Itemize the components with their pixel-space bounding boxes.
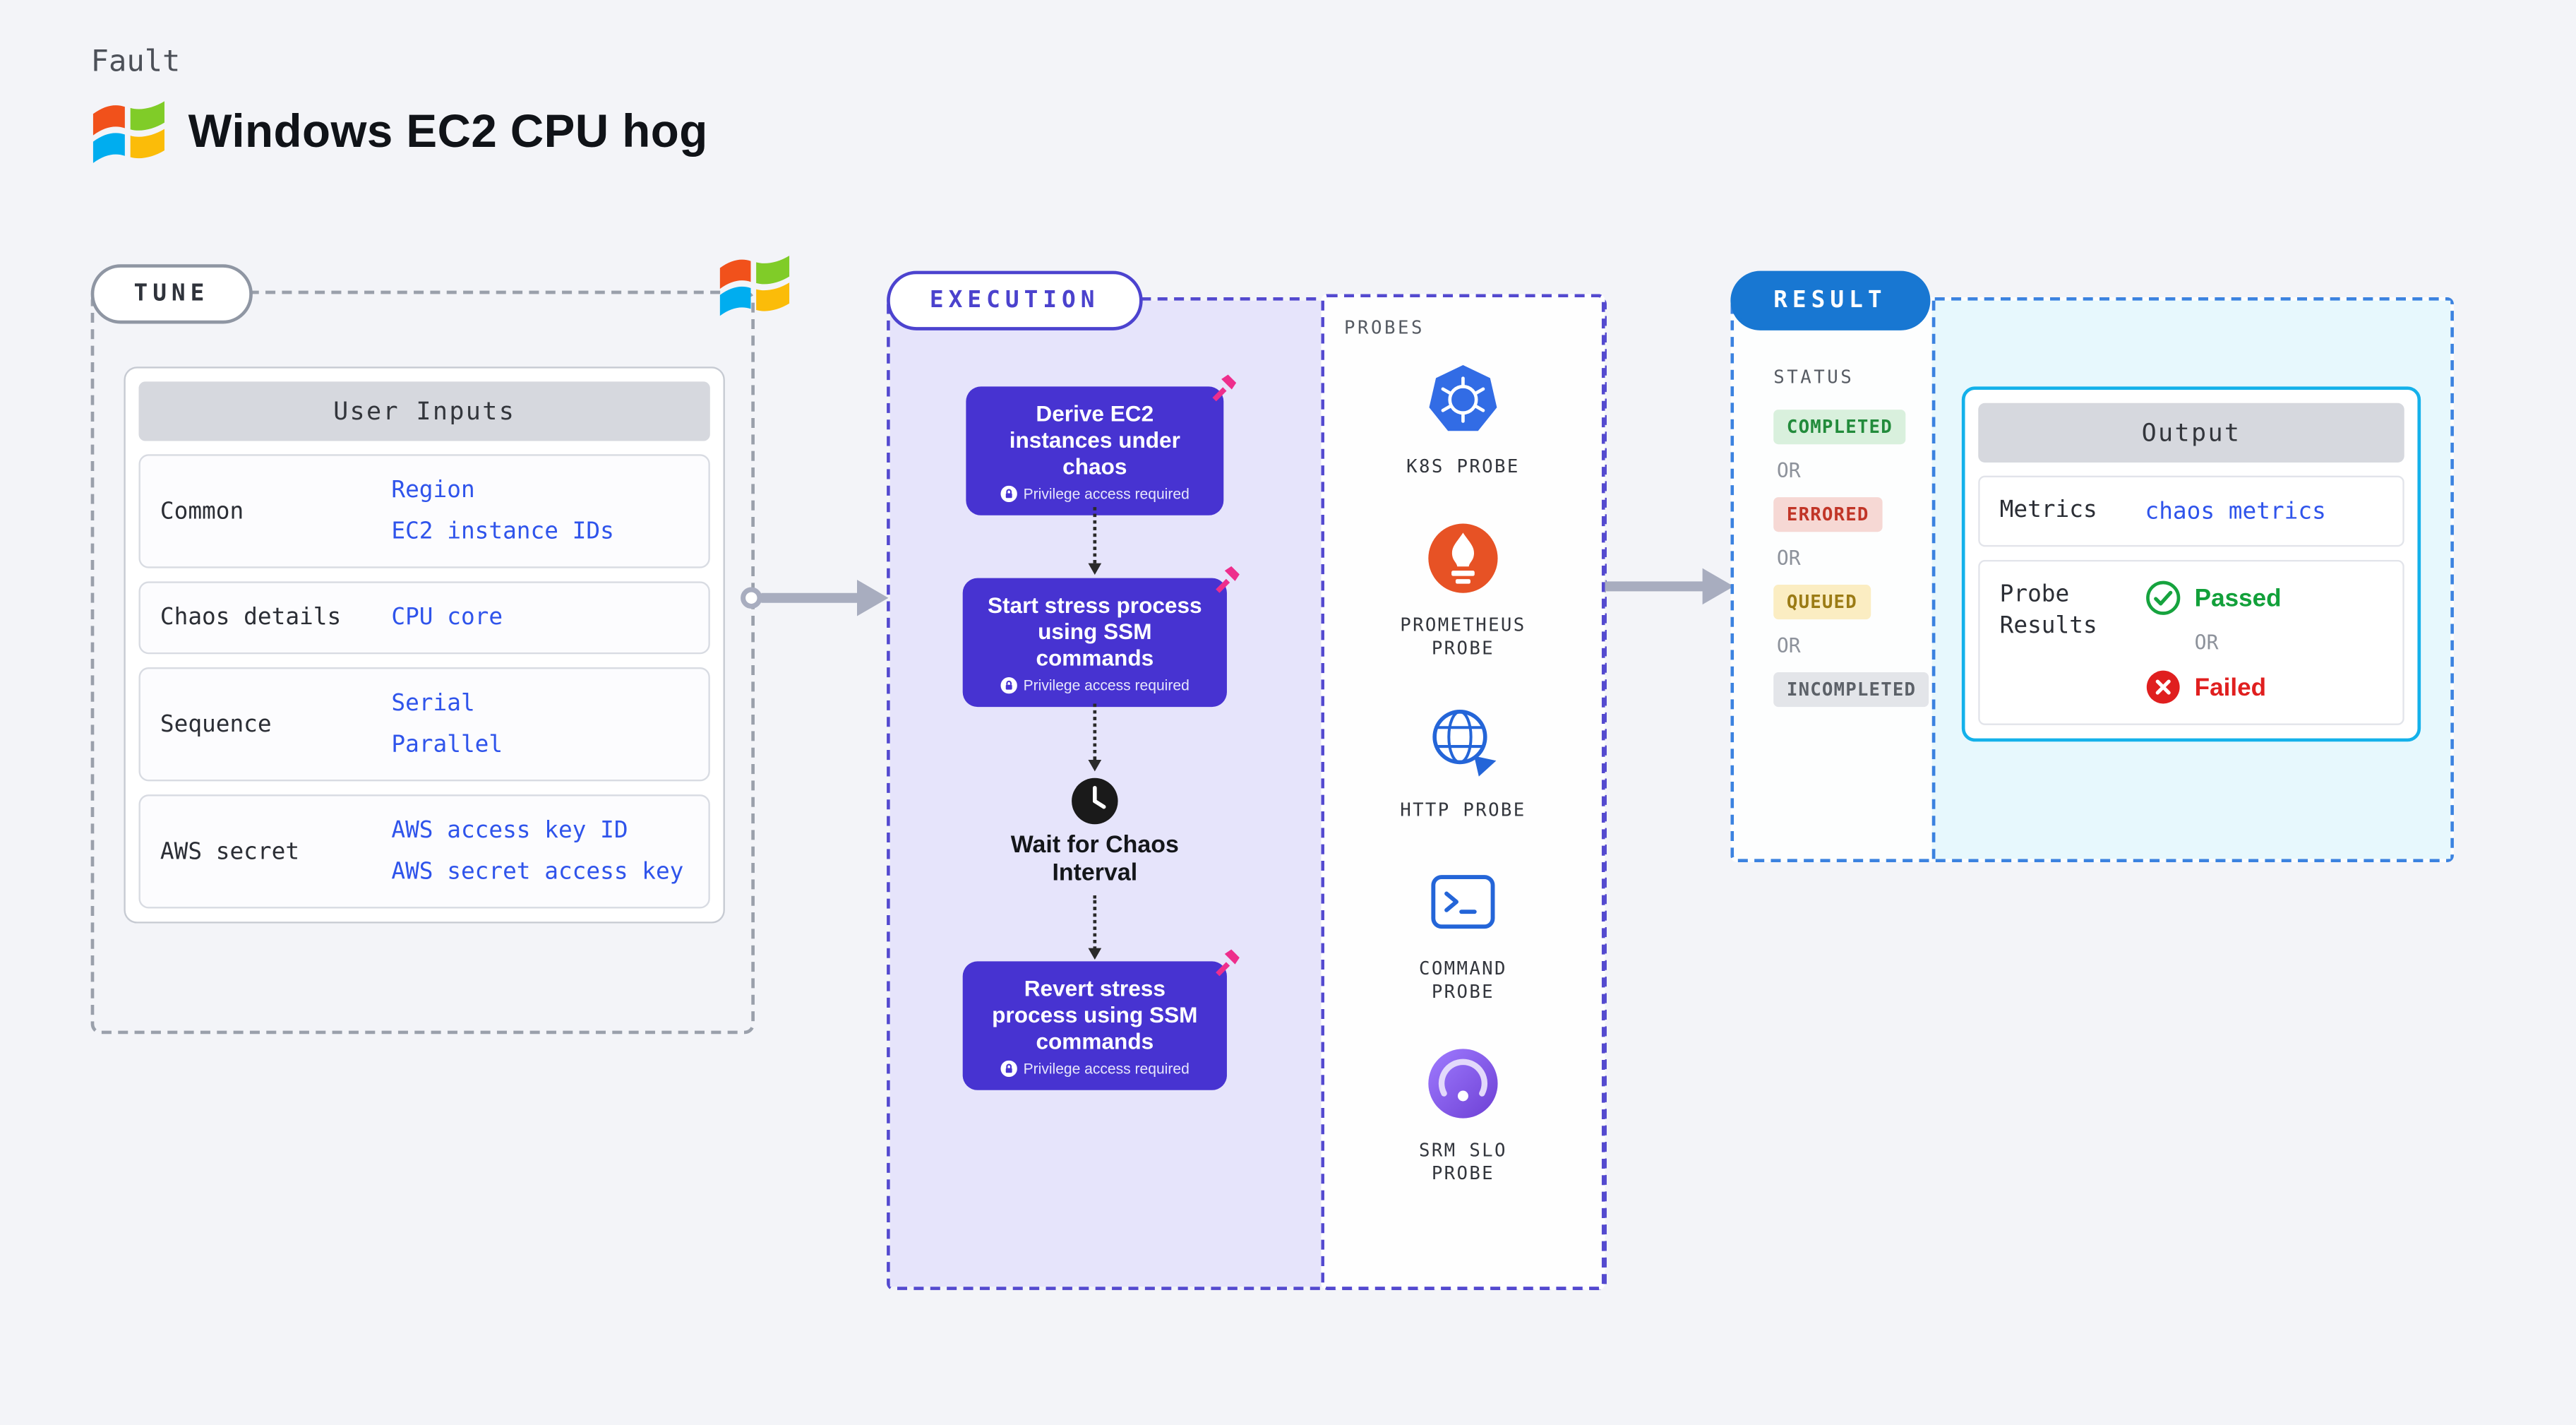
privilege-note-text: Privilege access required [1023, 1060, 1190, 1078]
probe-name: PROMETHEUS PROBE [1400, 614, 1526, 660]
lock-icon [1000, 1060, 1017, 1078]
globe-icon [1432, 710, 1497, 777]
probe-item-srm-slo: SRM SLO PROBE [1324, 1047, 1602, 1186]
windows-logo-small [719, 256, 790, 316]
step-connector [1088, 507, 1102, 576]
probe-name: COMMAND PROBE [1419, 958, 1507, 1003]
status-list: COMPLETED OR ERRORED OR QUEUED OR INCOMP… [1773, 410, 1929, 708]
step-derive-ec2-instances: Derive EC2 instances under chaos Privile… [966, 374, 1237, 515]
status-badge-queued: QUEUED [1773, 585, 1871, 620]
x-circle-icon [2146, 670, 2180, 704]
status-badge-completed: COMPLETED [1773, 410, 1906, 445]
input-label: AWS secret [160, 838, 300, 865]
step-connector [1088, 703, 1102, 772]
terminal-icon [1431, 875, 1495, 929]
step-start-stress-process: Start stress process using SSM commands … [962, 566, 1240, 708]
flow-arrow-execution-to-result [1586, 568, 1735, 605]
probe-name: K8S PROBE [1406, 455, 1520, 477]
status-label: STATUS [1773, 366, 1855, 388]
windows-logo [92, 101, 164, 163]
probe-name: SRM SLO PROBE [1419, 1139, 1507, 1185]
input-label: Chaos details [160, 604, 342, 631]
probe-item-prometheus: PROMETHEUS PROBE [1324, 522, 1602, 660]
input-value: AWS secret access key [391, 859, 684, 886]
kubernetes-icon [1429, 364, 1497, 431]
output-header: Output [1978, 403, 2404, 463]
input-row-aws-secret: AWS secret AWS access key ID AWS secret … [138, 794, 710, 909]
passed-text: Passed [2194, 583, 2282, 612]
tune-section: TUNE User Inputs Common Region EC2 insta… [90, 256, 790, 1035]
step-title: Revert stress process using SSM commands [992, 976, 1198, 1054]
probe-result-failed: Failed [2145, 669, 2281, 705]
chaos-fault-icon [1216, 949, 1240, 977]
input-row-chaos-details: Chaos details CPU core [138, 581, 710, 655]
step-title: Derive EC2 instances under chaos [1009, 401, 1180, 479]
output-row-metrics: Metrics chaos metrics [1978, 475, 2404, 547]
probe-item-http: HTTP PROBE [1324, 707, 1602, 823]
metrics-label: Metrics [1999, 497, 2097, 524]
probe-result-passed: Passed [2145, 580, 2282, 616]
privilege-note-text: Privilege access required [1023, 677, 1190, 694]
input-value: Serial [391, 690, 475, 717]
or-separator: OR [1776, 459, 1801, 483]
chaos-fault-icon [1212, 374, 1237, 402]
input-value: EC2 instance IDs [391, 518, 614, 545]
chaos-fault-icon [1216, 566, 1240, 593]
flow-arrow-tune-to-execution [741, 580, 889, 616]
result-section: RESULT STATUS COMPLETED OR ERRORED OR QU… [1730, 270, 2454, 863]
privilege-note: Privilege access required [966, 481, 1223, 507]
metrics-value: chaos metrics [2145, 498, 2326, 525]
input-label: Common [160, 498, 244, 525]
output-row-probe-results: Probe Results Passed OR [1978, 559, 2404, 725]
probe-item-command: COMMAND PROBE [1324, 866, 1602, 1004]
privilege-note: Privilege access required [963, 1056, 1227, 1082]
or-separator: OR [2194, 631, 2219, 655]
step-title: Start stress process using SSM commands [987, 592, 1202, 671]
fault-eyebrow: Fault [90, 44, 181, 80]
input-row-sequence: Sequence Serial Parallel [138, 667, 710, 782]
input-value: CPU core [391, 604, 503, 631]
privilege-note-text: Privilege access required [1023, 485, 1190, 503]
result-label: RESULT [1730, 270, 1930, 330]
input-value: Region [391, 477, 475, 504]
or-separator: OR [1776, 547, 1801, 570]
status-badge-incompleted: INCOMPLETED [1773, 672, 1929, 708]
clock-icon [1072, 777, 1118, 825]
step-revert-stress-process: Revert stress process using SSM commands… [962, 949, 1240, 1090]
lock-icon [1000, 677, 1017, 694]
input-row-common: Common Region EC2 instance IDs [138, 454, 710, 568]
execution-section: EXECUTION Derive EC2 instances under cha… [887, 270, 1607, 1290]
input-value: Parallel [391, 732, 503, 758]
tune-label: TUNE [90, 264, 253, 324]
step-wait-for-chaos-interval: Wait for Chaos Interval [1010, 832, 1179, 888]
execution-label: EXECUTION [887, 270, 1143, 330]
output-card: Output Metrics chaos metrics Probe Resul… [1961, 386, 2421, 742]
srm-slo-icon [1428, 1049, 1498, 1119]
probes-section: PROBES K8S PROBE PROMETHEUS PROBE [1321, 294, 1605, 1290]
or-separator: OR [1776, 634, 1801, 657]
input-value: AWS access key ID [391, 817, 628, 845]
user-inputs-card: User Inputs Common Region EC2 instance I… [124, 366, 725, 924]
probe-item-k8s: K8S PROBE [1324, 364, 1602, 479]
lock-icon [1000, 485, 1017, 503]
page-title: Windows EC2 CPU hog [188, 105, 708, 157]
status-badge-errored: ERRORED [1773, 497, 1883, 532]
failed-text: Failed [2194, 673, 2267, 701]
prometheus-icon [1428, 523, 1498, 593]
check-circle-icon [2146, 580, 2181, 615]
input-label: Sequence [160, 710, 272, 738]
user-inputs-header: User Inputs [138, 381, 710, 441]
probe-results-label: Probe Results [1999, 581, 2097, 640]
probe-name: HTTP PROBE [1400, 799, 1526, 821]
probes-label: PROBES [1344, 317, 1425, 339]
privilege-note: Privilege access required [963, 672, 1227, 698]
step-connector [1088, 895, 1102, 960]
